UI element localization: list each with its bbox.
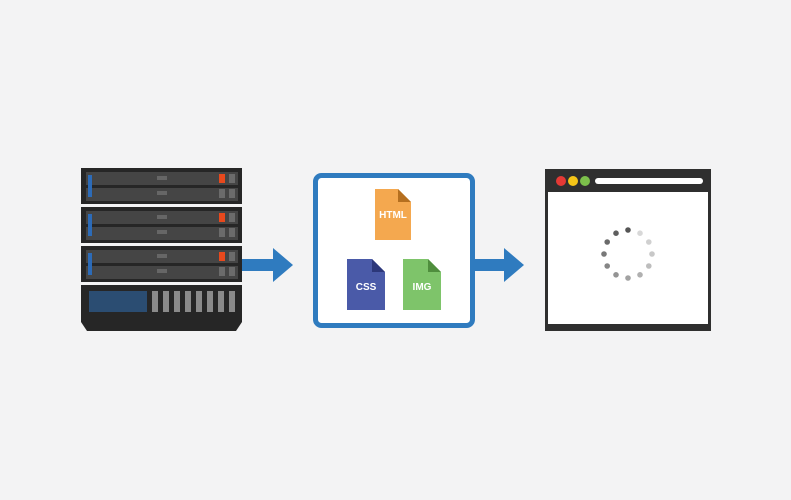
- server-unit: [81, 246, 242, 282]
- img-file-icon: IMG: [403, 259, 441, 310]
- server-rack-icon: [81, 168, 242, 331]
- maximize-dot-icon: [580, 176, 590, 186]
- img-file-label: IMG: [413, 282, 432, 293]
- files-container: HTML CSS IMG: [313, 173, 475, 328]
- server-unit: [81, 207, 242, 243]
- server-base: [81, 285, 242, 331]
- address-bar: [595, 178, 703, 184]
- arrow-right-icon: [242, 248, 293, 282]
- server-unit: [81, 168, 242, 204]
- browser-window-icon: [545, 169, 711, 331]
- css-file-label: CSS: [356, 282, 377, 293]
- close-dot-icon: [556, 176, 566, 186]
- arrow-right-icon: [473, 248, 524, 282]
- html-file-label: HTML: [379, 210, 407, 221]
- html-file-icon: HTML: [375, 189, 411, 240]
- css-file-icon: CSS: [347, 259, 385, 310]
- loading-spinner-icon: [601, 227, 655, 281]
- minimize-dot-icon: [568, 176, 578, 186]
